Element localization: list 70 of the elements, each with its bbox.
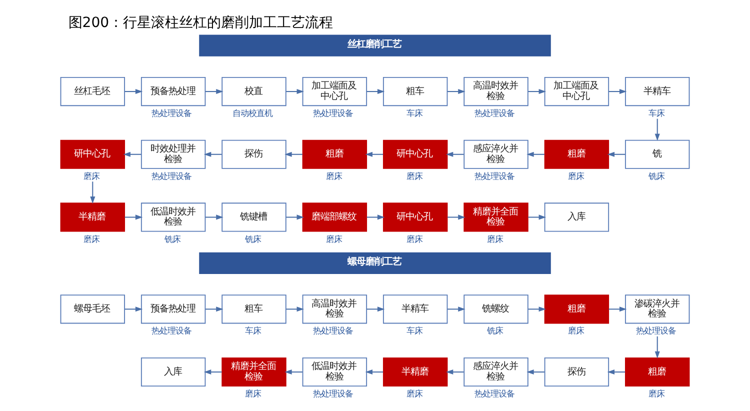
- arrow: [124, 214, 143, 220]
- node-box: 丝杠磨削工艺: [199, 34, 551, 56]
- node-label: 磨床: [326, 170, 342, 181]
- arrow: [608, 306, 627, 312]
- arrow: [365, 152, 384, 157]
- arrow: [528, 88, 546, 94]
- node-label: 热处理设备: [152, 326, 192, 336]
- arrow: [365, 369, 384, 375]
- arrow: [526, 152, 544, 157]
- arrow: [447, 306, 466, 312]
- arrow: [528, 214, 546, 220]
- node-label: 车床: [648, 108, 664, 118]
- arrow: [526, 369, 544, 375]
- arrow: [204, 369, 222, 375]
- arrow: [286, 88, 304, 94]
- arrow: [608, 88, 627, 94]
- node-label: 磨床: [406, 170, 422, 181]
- arrow: [654, 336, 660, 359]
- node-label: 磨床: [406, 234, 422, 244]
- arrow: [446, 152, 464, 157]
- node-label: 磨床: [487, 234, 504, 244]
- node-label: 热处理设备: [474, 388, 514, 399]
- node-label: 磨床: [406, 388, 422, 399]
- node-label: 热处理设备: [474, 170, 514, 181]
- node-label: 自动校直机: [232, 108, 272, 118]
- node-label: 热处理设备: [636, 326, 676, 336]
- arrow: [204, 152, 222, 157]
- arrow: [286, 214, 304, 220]
- node-label: 热处理设备: [152, 108, 192, 118]
- arrow: [528, 306, 546, 312]
- node-box: 螺母磨削工艺: [199, 252, 551, 274]
- node-label: 磨床: [84, 234, 100, 244]
- arrow: [124, 306, 143, 312]
- node-label: 铣床: [648, 170, 664, 181]
- node-label: 车床: [406, 326, 422, 336]
- arrow: [124, 88, 143, 94]
- node-label: 铣床: [164, 234, 180, 244]
- node-label: 车床: [406, 108, 422, 118]
- arrow: [447, 88, 466, 94]
- node-label: 车床: [245, 326, 262, 336]
- node-label: 热处理设备: [313, 108, 354, 118]
- arrow: [446, 369, 464, 375]
- arrow: [284, 152, 302, 157]
- node-label: 热处理设备: [474, 108, 514, 118]
- arrow: [286, 306, 304, 312]
- arrow: [607, 152, 626, 157]
- node-label: 热处理设备: [152, 170, 192, 181]
- arrow: [205, 88, 224, 94]
- arrow: [607, 369, 626, 375]
- node-label: 磨床: [326, 234, 342, 244]
- node-label: 磨床: [245, 388, 262, 399]
- node-label: 铣床: [245, 234, 262, 244]
- node-label: 磨床: [84, 170, 100, 181]
- arrow: [654, 118, 660, 141]
- node-label: 磨床: [648, 388, 664, 399]
- arrow: [90, 182, 96, 204]
- node-label: 磨床: [568, 170, 584, 181]
- node-label: 热处理设备: [313, 388, 354, 399]
- arrow: [123, 152, 142, 157]
- arrow: [284, 369, 302, 375]
- arrow: [366, 214, 385, 220]
- arrow: [366, 306, 385, 312]
- node-label: 热处理设备: [313, 326, 354, 336]
- node-label: 铣床: [487, 326, 504, 336]
- arrow: [205, 306, 224, 312]
- arrow: [447, 214, 466, 220]
- node-label: 磨床: [568, 326, 584, 336]
- diagram-title: 图200：行星滚柱丝杠的磨削加工工艺流程: [68, 14, 334, 31]
- arrow: [366, 88, 385, 94]
- arrow: [205, 214, 224, 220]
